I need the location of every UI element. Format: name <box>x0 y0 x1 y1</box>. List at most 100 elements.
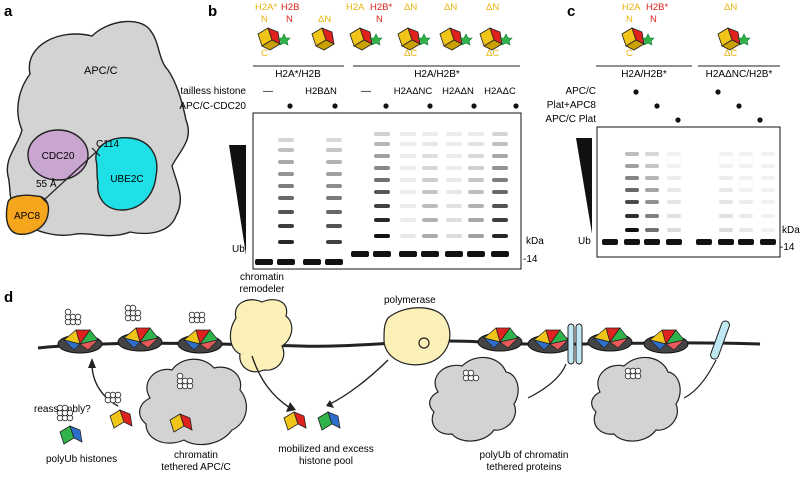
gel-band <box>326 148 342 152</box>
gel-band <box>667 176 681 180</box>
gel-band <box>278 138 294 142</box>
svg-text:C: C <box>626 48 633 59</box>
gel-band <box>760 239 776 245</box>
c-group2: H2AΔNC/H2B* <box>706 69 773 80</box>
gel-band <box>278 160 294 164</box>
gel-band <box>624 239 640 245</box>
ubiquitin-icon <box>186 377 194 385</box>
tethered-apc-shape-3 <box>591 356 681 442</box>
nucleosome-4 <box>527 329 573 354</box>
schem-n-3: N <box>376 14 383 25</box>
distance-label: 55 Å <box>36 177 57 190</box>
gel-band <box>645 188 659 192</box>
schem-dc-1: ΔC <box>404 48 417 59</box>
ubiquitin-icon <box>134 309 142 317</box>
ubiquitin-icon <box>66 409 74 417</box>
schem-c-1: C <box>261 48 268 59</box>
tethered-apc-shape <box>139 358 248 446</box>
gel-band <box>278 240 294 244</box>
gel-band <box>625 200 639 204</box>
group-h2a-star-h2b: H2A*/H2B <box>275 69 321 80</box>
lane-header-3: — <box>361 86 371 97</box>
gel-band <box>625 214 639 218</box>
gel-band <box>719 200 733 204</box>
gel-band <box>492 142 508 146</box>
gel-band <box>761 200 775 204</box>
gel-band <box>278 196 294 200</box>
gel-band <box>400 204 416 208</box>
gel-band <box>468 178 484 182</box>
ub-star-icon <box>641 33 655 46</box>
lane-header-6: H2AΔC <box>484 86 516 97</box>
ubiquitin-icon <box>61 404 69 412</box>
gel-band <box>421 251 439 257</box>
gel-band <box>491 251 509 257</box>
gel-band <box>645 164 659 168</box>
gel-band <box>374 204 390 208</box>
plus-dot <box>654 103 660 109</box>
gel-band <box>761 152 775 156</box>
gel-band <box>492 178 508 182</box>
c-group1: H2A/H2B* <box>621 69 667 80</box>
gel-band <box>422 218 438 222</box>
panel-a: APC/C CDC20 UBE2C APC8 C114 55 Å <box>5 20 190 237</box>
gel-band <box>739 228 753 232</box>
schem-dn-1: ΔN <box>318 14 331 25</box>
plus-dot <box>736 103 742 109</box>
gel-band <box>625 164 639 168</box>
gel-band <box>667 200 681 204</box>
gel-band <box>399 251 417 257</box>
gel-band <box>422 204 438 208</box>
gradient-wedge-b <box>229 145 246 255</box>
gel-band <box>719 214 733 218</box>
gel-band <box>492 234 508 238</box>
schem-dn-5: ΔN <box>486 2 499 13</box>
panel-letter-a: a <box>4 3 13 20</box>
gel-band <box>400 178 416 182</box>
gel-band <box>667 164 681 168</box>
gel-band <box>492 154 508 158</box>
plus-dot <box>287 103 293 109</box>
ubiquitin-icon <box>74 313 82 321</box>
ub-star-icon <box>737 33 751 46</box>
histone-icon-c1 <box>621 27 655 51</box>
gel-band <box>645 176 659 180</box>
apc-cdc20-label: APC/C-CDC20 <box>179 101 246 112</box>
gel-band <box>719 176 733 180</box>
c114-label: C114 <box>96 139 120 150</box>
polymerase-label: polymerase <box>384 295 436 306</box>
gel-band <box>468 234 484 238</box>
gel-band <box>468 166 484 170</box>
gel-band <box>492 166 508 170</box>
schem-h2a-2: H2A <box>346 2 365 13</box>
schem-dn-3: ΔN <box>404 2 417 13</box>
histone-icon-4 <box>397 27 431 51</box>
gel-band <box>492 218 508 222</box>
panel-letter-d: d <box>4 289 13 306</box>
gel-band <box>374 178 390 182</box>
svg-text:ΔC: ΔC <box>724 48 737 59</box>
ube2c-label: UBE2C <box>110 174 143 185</box>
ub-label-c: Ub <box>578 236 591 247</box>
gel-band <box>468 132 484 136</box>
gel-band <box>303 259 321 265</box>
schem-h2b-1: H2B <box>281 2 299 13</box>
lane-header-1: — <box>263 86 273 97</box>
gel-band <box>446 204 462 208</box>
plus-dot <box>332 103 338 109</box>
histone-icon-6 <box>479 27 513 51</box>
gel-band <box>492 132 508 136</box>
gel-band <box>374 142 390 146</box>
schem-dc-2: ΔC <box>486 48 499 59</box>
gel-band <box>277 259 295 265</box>
gel-band <box>718 239 734 245</box>
chromatin-remodeler-shape <box>229 299 293 373</box>
gel-band <box>446 132 462 136</box>
gel-band <box>351 251 369 257</box>
gel-band <box>255 259 273 265</box>
kda-label-c: kDa <box>782 225 800 236</box>
